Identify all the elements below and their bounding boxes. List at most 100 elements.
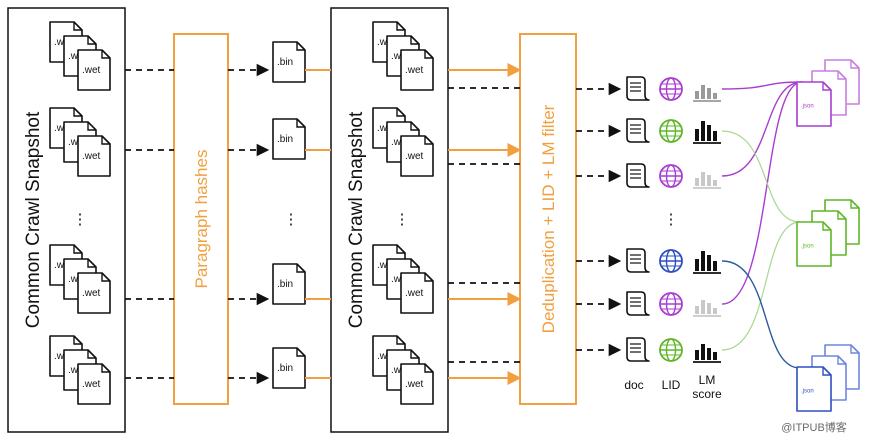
bar-chart-bar-2: [701, 300, 705, 314]
file-body: [272, 347, 306, 389]
ellipsis-snapshot-1: ⋮: [73, 211, 88, 228]
bar-chart-bar-4: [713, 308, 717, 314]
file-fold: [73, 336, 82, 345]
globe-icon: [659, 292, 683, 316]
wet-file-box1-row4-3: .wet: [77, 363, 111, 405]
file-fold: [396, 336, 405, 345]
bar-chart-bar-3: [707, 88, 711, 99]
bar-chart-bar-3: [707, 348, 711, 360]
file-fold: [837, 211, 846, 220]
green-flow-1: [721, 130, 801, 223]
file-fold: [410, 36, 419, 45]
ellipsis-bin: ⋮: [284, 211, 299, 228]
globe-icon: [659, 249, 683, 273]
file-fold: [837, 356, 846, 365]
file-fold: [87, 36, 96, 45]
purple-flow-2: [721, 81, 803, 177]
doc-outline: [626, 118, 650, 143]
json-stack-green-file-1: .json: [796, 221, 832, 267]
file-body: [77, 49, 111, 91]
wet-file-box1-row3-3: .wet: [77, 272, 111, 314]
scroll-document-icon: [626, 337, 650, 362]
file-ext-label: .wet: [82, 379, 101, 390]
bar-chart-bar-3: [707, 255, 711, 271]
file-ext-label: .bin: [277, 363, 293, 374]
bin-file-1: .bin: [272, 41, 306, 83]
bar-chart-bar-3: [707, 175, 711, 186]
file-ext-label: .wet: [405, 288, 424, 299]
file-fold: [822, 222, 831, 231]
doc-outline: [626, 163, 650, 188]
doc-outline: [626, 337, 650, 362]
scroll-document-icon: [626, 76, 650, 101]
wet-file-box2-row2-3: .wet: [400, 135, 434, 177]
bar-chart-bar-4: [713, 180, 717, 186]
bar-chart-bar-3: [707, 125, 711, 141]
legend-lm-line2: score: [692, 387, 722, 401]
bar-chart-bar-2: [701, 85, 705, 99]
bar-chart-bar-1: [695, 259, 699, 271]
snapshot-box-2: [330, 7, 449, 433]
file-body: [77, 272, 111, 314]
bar-chart-bar-1: [695, 178, 699, 186]
file-fold: [396, 22, 405, 31]
blue-flow-1: [721, 260, 801, 369]
scroll-document-icon: [626, 118, 650, 143]
bar-chart-bar-3: [707, 303, 711, 314]
file-body: [400, 363, 434, 405]
doc-outline: [626, 291, 650, 316]
bin-file-3: .bin: [272, 263, 306, 305]
bar-chart-bar-4: [713, 261, 717, 271]
watermark: @ITPUB博客: [781, 420, 847, 434]
wet-file-box1-row1-3: .wet: [77, 49, 111, 91]
file-body: [796, 366, 832, 412]
file-fold: [396, 108, 405, 117]
file-fold: [296, 119, 305, 128]
legend-lm-line1: LM: [699, 373, 716, 387]
file-body: [272, 263, 306, 305]
bar-chart-bar-4: [713, 352, 717, 360]
file-fold: [101, 136, 110, 145]
file-fold: [101, 364, 110, 373]
file-ext-label: .bin: [277, 279, 293, 290]
file-fold: [101, 50, 110, 59]
wet-file-box2-row3-3: .wet: [400, 272, 434, 314]
ellipsis-snapshot-2: ⋮: [395, 211, 410, 228]
file-body: [400, 49, 434, 91]
bar-chart-icon: [693, 121, 721, 144]
file-fold: [850, 345, 859, 354]
bar-chart-bar-4: [713, 131, 717, 141]
globe-icon: [659, 338, 683, 362]
file-body: [400, 135, 434, 177]
doc-outline: [626, 248, 650, 273]
bin-file-2: .bin: [272, 118, 306, 160]
bar-chart-icon: [693, 251, 721, 274]
scroll-document-icon: [626, 248, 650, 273]
file-fold: [424, 136, 433, 145]
file-fold: [850, 60, 859, 69]
file-fold: [296, 264, 305, 273]
file-ext-label: .wet: [405, 379, 424, 390]
file-fold: [822, 82, 831, 91]
purple-flow-3: [721, 81, 803, 305]
bar-chart-bar-1: [695, 91, 699, 99]
ellipsis-outputs: ⋮: [664, 211, 679, 228]
diagram-elements: .wet.wet.wet.wet.wet.wet.wet.wet.wet.wet…: [49, 21, 860, 412]
file-fold: [296, 348, 305, 357]
file-ext-label: .wet: [82, 65, 101, 76]
wet-file-box2-row4-3: .wet: [400, 363, 434, 405]
file-fold: [73, 22, 82, 31]
filter-box: [519, 33, 577, 405]
file-fold: [73, 108, 82, 117]
file-ext-label: .json: [801, 244, 814, 250]
bar-chart-bar-1: [695, 129, 699, 141]
globe-icon: [659, 119, 683, 143]
snapshot-box-1: [7, 7, 126, 433]
wet-file-box1-row2-3: .wet: [77, 135, 111, 177]
file-body: [796, 221, 832, 267]
bar-chart-bar-1: [695, 306, 699, 314]
doc-outline: [626, 76, 650, 101]
bar-chart-icon: [693, 344, 721, 363]
